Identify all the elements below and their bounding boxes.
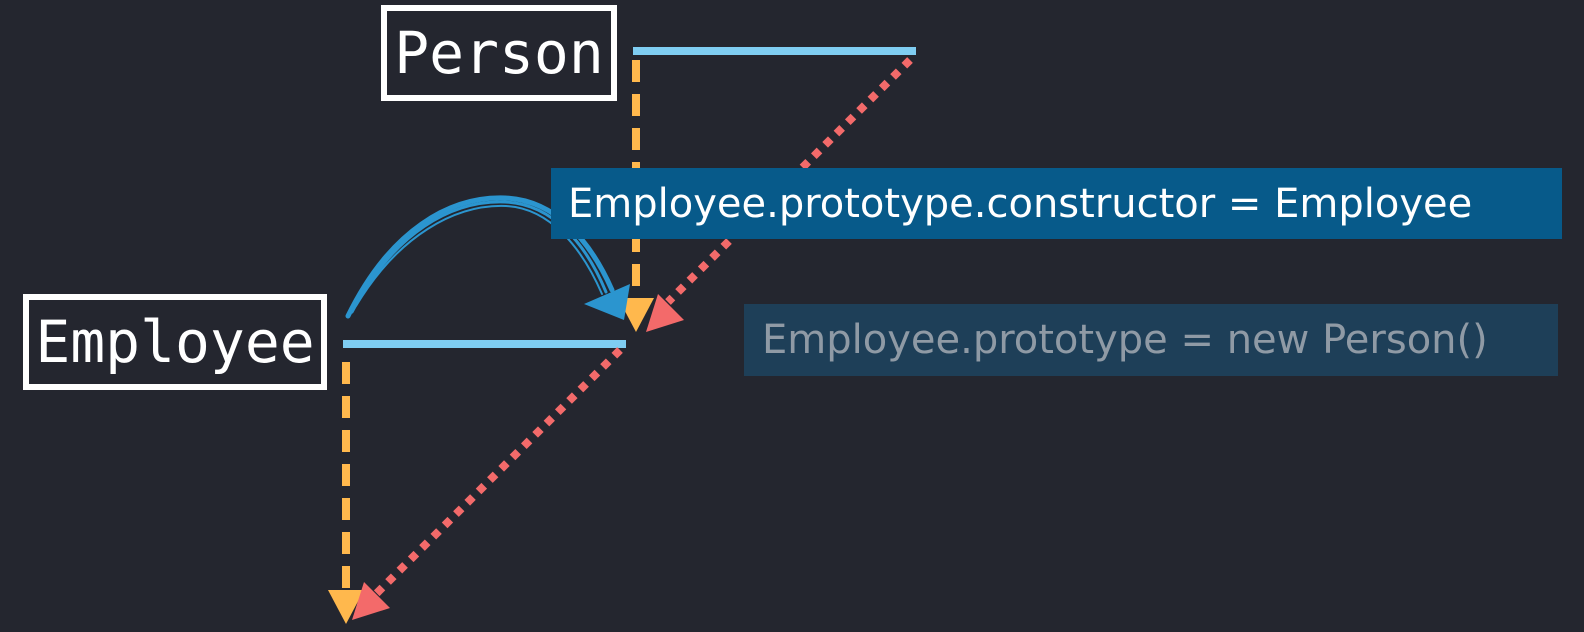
person-dashed-arrowhead	[618, 298, 654, 332]
employee-dotted-arrowhead	[352, 582, 390, 620]
prototype-assignment-label: Employee.prototype = new Person()	[744, 304, 1558, 376]
employee-node-label: Employee	[35, 308, 315, 376]
prototype-assignment-text: Employee.prototype = new Person()	[762, 317, 1488, 363]
constructor-arc-arrowhead	[584, 284, 630, 320]
employee-dotted-arrow	[373, 347, 623, 597]
employee-node: Employee	[23, 294, 327, 390]
person-node-label: Person	[394, 19, 604, 87]
employee-dashed-arrowhead	[328, 590, 364, 624]
person-dotted-arrowhead	[646, 294, 684, 332]
person-node: Person	[381, 5, 617, 101]
constructor-assignment-text: Employee.prototype.constructor = Employe…	[568, 180, 1473, 227]
constructor-assignment-label: Employee.prototype.constructor = Employe…	[551, 168, 1562, 239]
constructor-arc	[345, 195, 615, 319]
